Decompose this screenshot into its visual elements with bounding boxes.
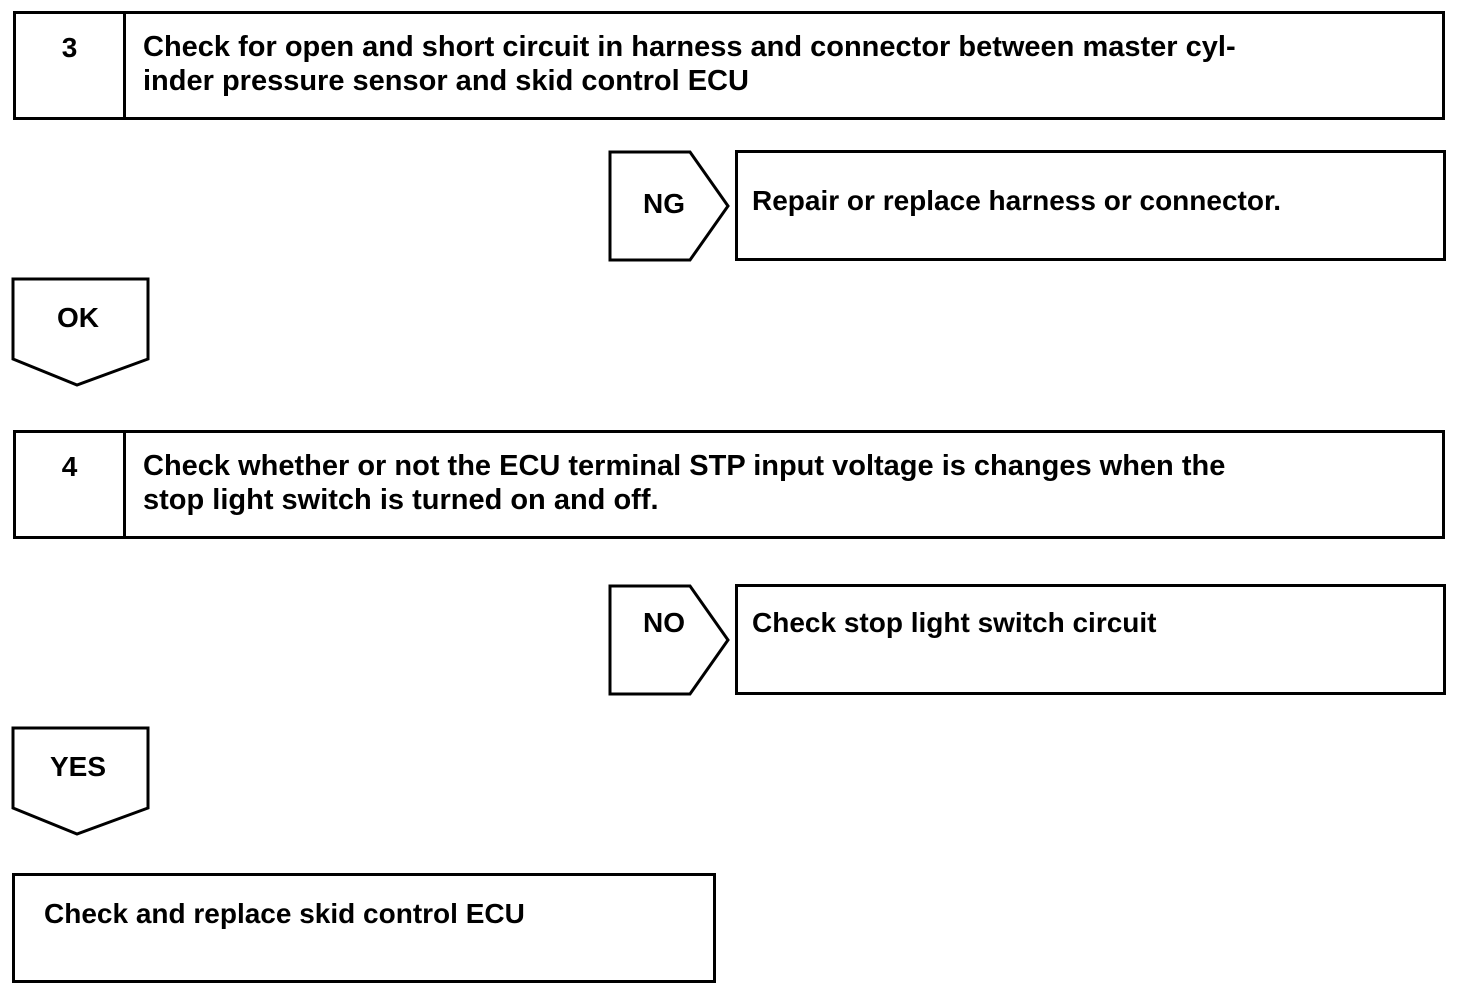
step-3-text-line2: inder pressure sensor and skid control E… xyxy=(143,65,749,97)
step-3-text-line1: Check for open and short circuit in harn… xyxy=(143,31,1236,63)
step-3-number: 3 xyxy=(16,14,126,117)
no-result-text: Check stop light switch circuit xyxy=(752,607,1157,638)
final-action-text: Check and replace skid control ECU xyxy=(44,898,525,929)
step-4-text-line2: stop light switch is turned on and off. xyxy=(143,484,659,516)
yes-arrow-shape xyxy=(11,726,150,836)
no-arrow-shape xyxy=(608,584,730,696)
ng-label: NG xyxy=(643,188,685,219)
step-4-box: 4 Check whether or not the ECU terminal … xyxy=(13,430,1445,539)
ok-arrow-shape xyxy=(11,277,150,387)
no-result-box: Check stop light switch circuit xyxy=(735,584,1446,695)
ng-arrow-shape xyxy=(608,150,730,262)
yes-label: YES xyxy=(49,751,107,782)
final-action-box: Check and replace skid control ECU xyxy=(12,873,716,983)
ng-result-box: Repair or replace harness or connector. xyxy=(735,150,1446,261)
ng-result-text: Repair or replace harness or connector. xyxy=(752,185,1282,216)
step-4-text: Check whether or not the ECU terminal ST… xyxy=(143,449,1422,517)
step-3-text: Check for open and short circuit in harn… xyxy=(143,30,1422,98)
step-4-number: 4 xyxy=(16,433,126,536)
step-3-box: 3 Check for open and short circuit in ha… xyxy=(13,11,1445,120)
step-4-text-line1: Check whether or not the ECU terminal ST… xyxy=(143,450,1226,482)
no-label: NO xyxy=(643,607,685,638)
ok-label: OK xyxy=(57,302,99,333)
